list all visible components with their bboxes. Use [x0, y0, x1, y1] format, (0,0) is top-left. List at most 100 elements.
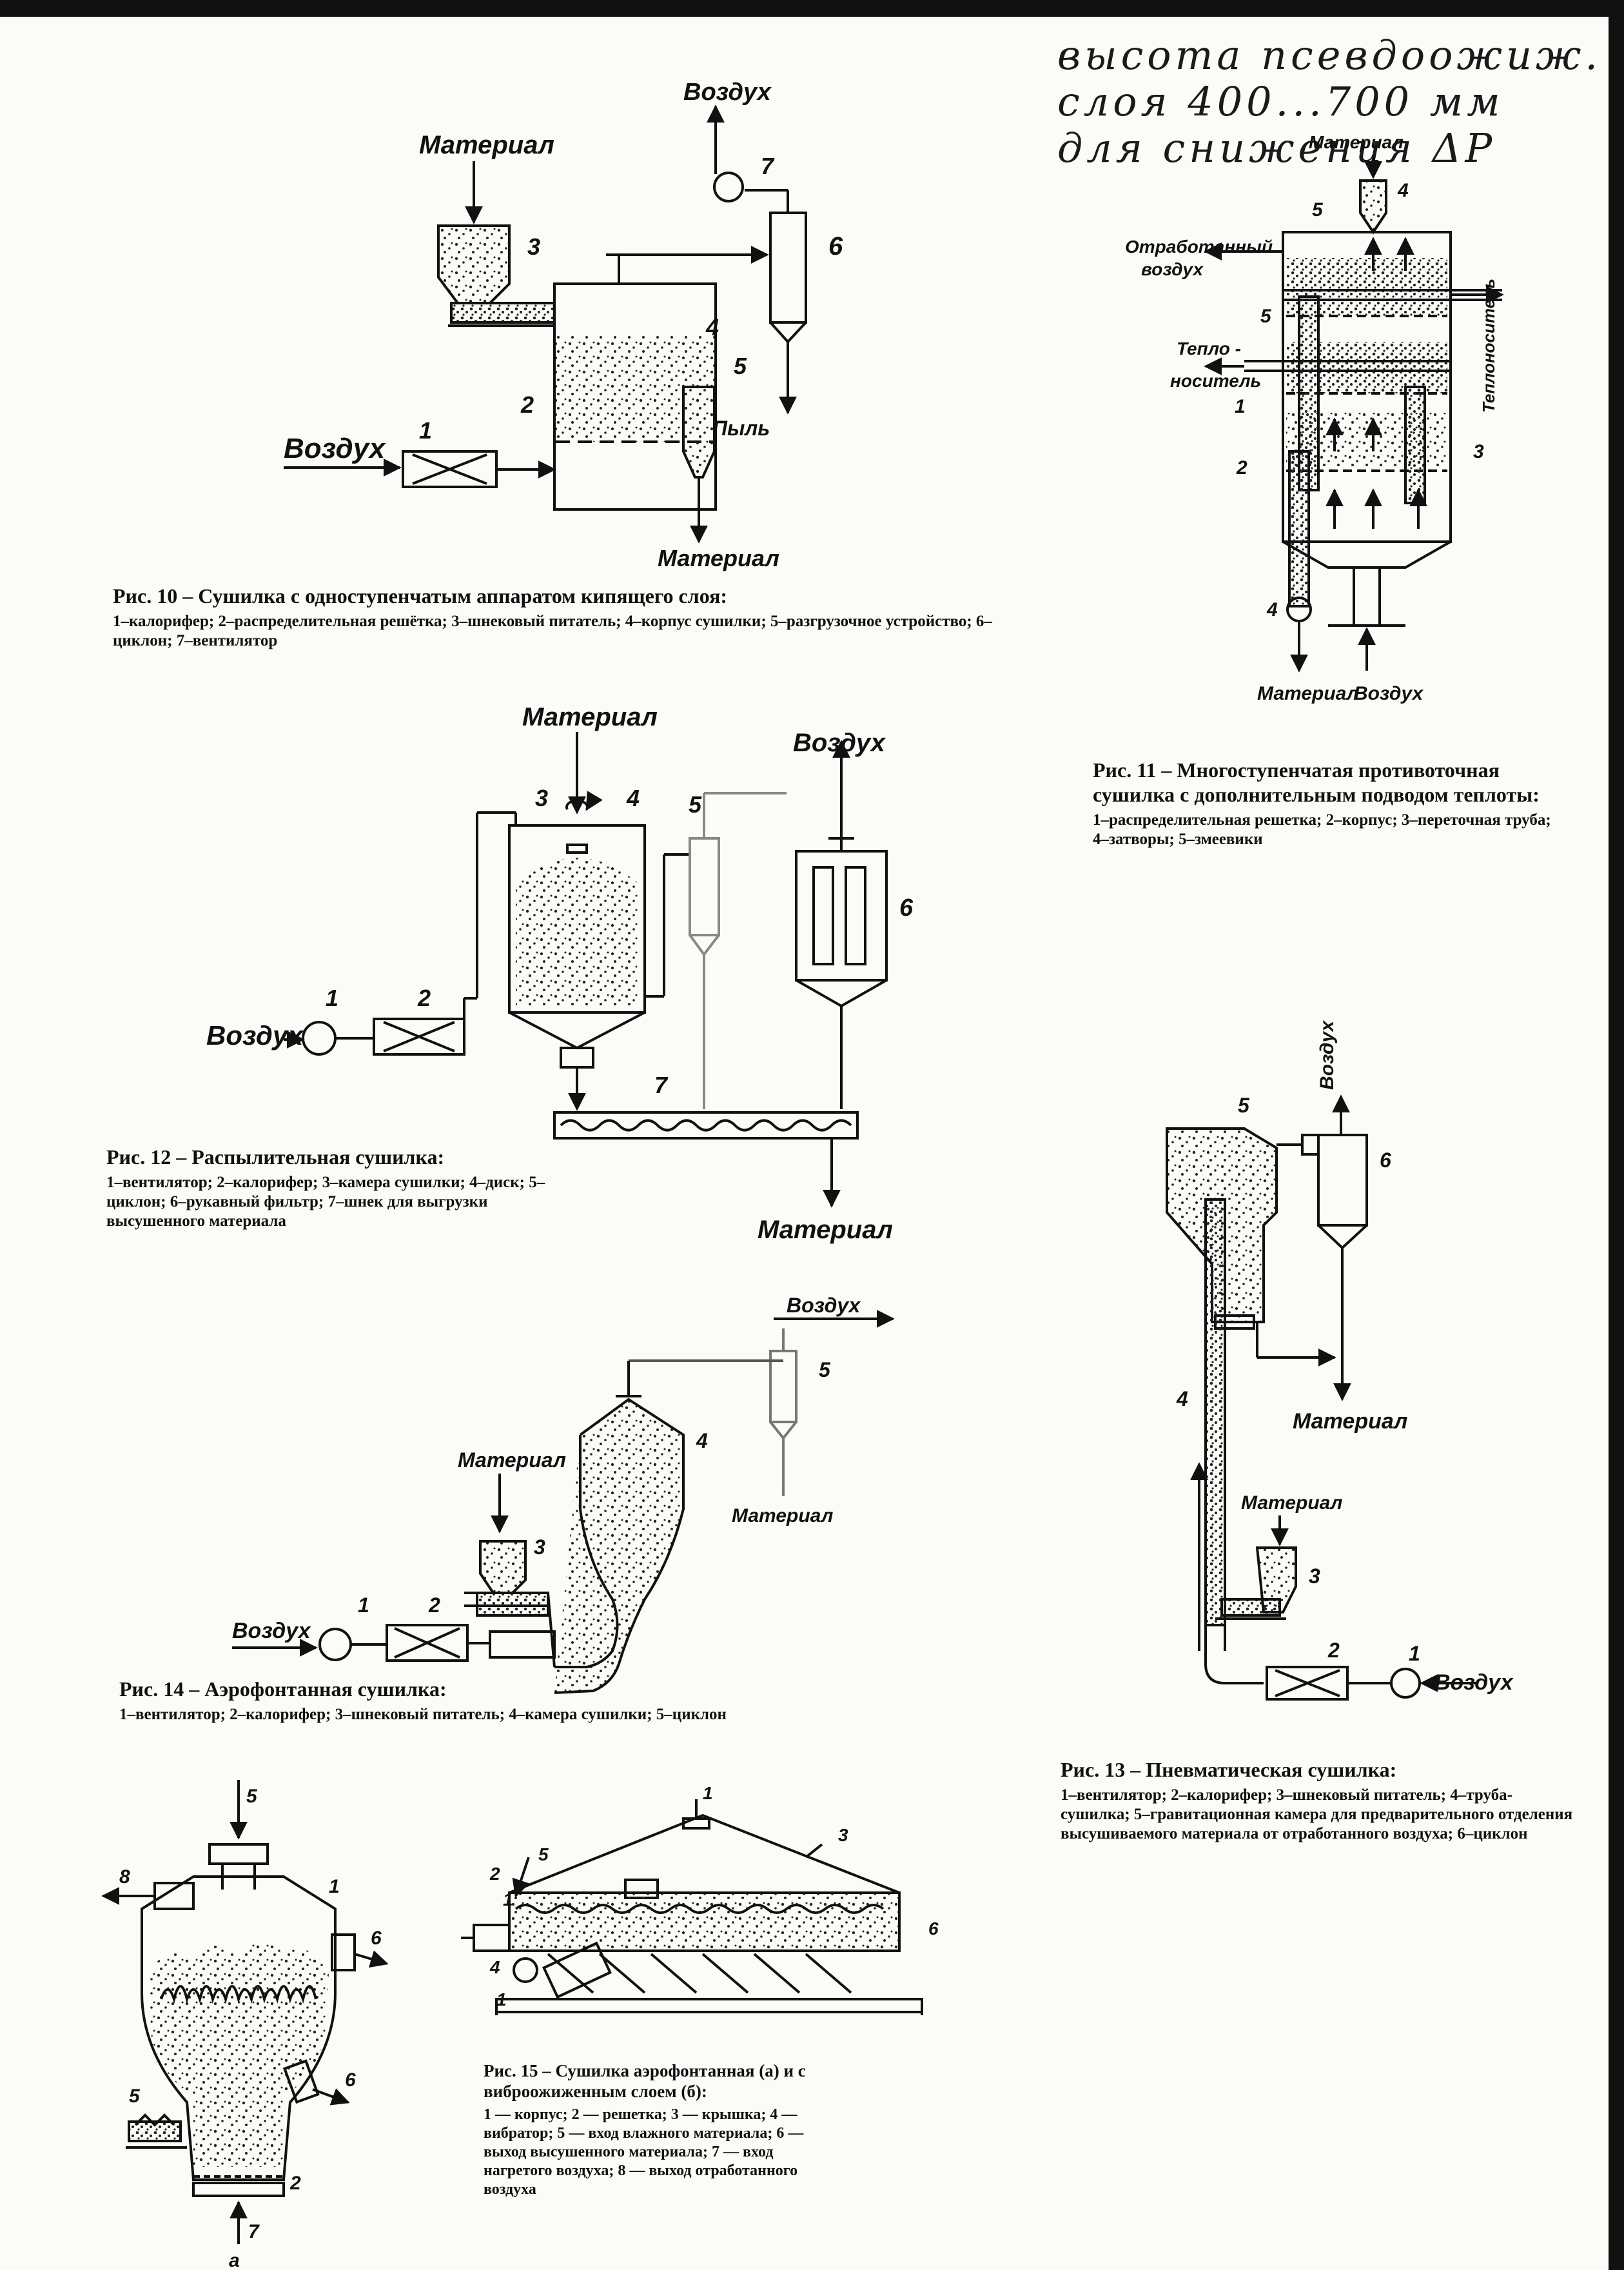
- fig11-caption-legend: 1–распределительная решетка; 2–корпус; 3…: [1093, 811, 1551, 848]
- fig10-num-3: 3: [527, 233, 540, 260]
- fig14-caption-legend: 1–вентилятор; 2–калорифер; 3–шнековый пи…: [119, 1706, 727, 1723]
- fig10-num-5: 5: [734, 353, 747, 379]
- scan-border-right: [1609, 0, 1624, 2270]
- fig14-diagram: Воздух Материал Воздух: [232, 1294, 895, 1694]
- fig14-num-2: 2: [428, 1594, 440, 1617]
- fig12-label-air-in: Воздух: [206, 1020, 304, 1051]
- fig11-num-2: 2: [1236, 457, 1247, 479]
- fig10-num-4: 4: [705, 314, 719, 340]
- fig10-label-dust: Пыль: [712, 417, 770, 440]
- handwritten-line-3: для снижения ΔP: [1057, 124, 1496, 172]
- fig15a-label-a: а: [229, 2250, 240, 2270]
- fig10-num-6: 6: [828, 232, 843, 261]
- fig12-num-5: 5: [689, 791, 702, 818]
- fig15a-num-5-top: 5: [246, 1786, 258, 1807]
- fig13-caption-title: Рис. 13 – Пневматическая сушилка:: [1061, 1758, 1397, 1781]
- fig12-label-material-in: Материал: [522, 703, 658, 731]
- fig15b-num-4: 4: [489, 1957, 500, 1977]
- handwritten-note: высота псевдоожиж. слоя 400...700 мм для…: [1057, 32, 1601, 172]
- fig12-num-3: 3: [535, 785, 548, 811]
- fig11-num-5-mid: 5: [1260, 306, 1272, 327]
- fig13-label-material-out: Материал: [1293, 1409, 1407, 1434]
- fig15b-num-1-bottom: 1: [496, 1989, 507, 2009]
- fig12-num-7: 7: [654, 1072, 669, 1098]
- fig11-label-air-in: Воздух: [1354, 683, 1423, 704]
- fig10-num-1: 1: [419, 417, 432, 444]
- fig15b-diagram: 1 3 4 5 2 1 6 1: [461, 1783, 939, 2015]
- fig15a-num-8-top: 8: [119, 1866, 130, 1888]
- handwritten-line-2: слоя 400...700 мм: [1057, 78, 1504, 125]
- fig11-label-exhaust-1: Отработанный: [1125, 237, 1273, 257]
- fig11-num-3: 3: [1473, 441, 1484, 462]
- fig13-num-4: 4: [1176, 1387, 1188, 1410]
- fig12-num-4: 4: [626, 785, 640, 811]
- fig13-label-material-in: Материал: [1241, 1492, 1343, 1514]
- fig10-diagram: Материал Воздух Воздух: [284, 79, 843, 571]
- fig12-caption-legend: 1–вентилятор; 2–калорифер; 3–камера суши…: [106, 1174, 545, 1230]
- fig14-label-air-out: Воздух: [787, 1294, 861, 1317]
- fig15b-num-6: 6: [928, 1919, 939, 1939]
- fig10-caption: Рис. 10 – Сушилка с одноступенчатым аппа…: [113, 584, 1028, 651]
- fig12-caption-title: Рис. 12 – Распылительная сушилка:: [106, 1145, 445, 1169]
- fig12-diagram: Материал Воздух: [206, 703, 914, 1244]
- fig11-label-heat-carrier-vertical: Теплоноситель: [1479, 279, 1498, 413]
- fig13-num-2: 2: [1327, 1639, 1340, 1662]
- fig10-num-2: 2: [520, 391, 534, 418]
- fig11-num-4-top: 4: [1397, 180, 1409, 201]
- fig13-num-3: 3: [1309, 1564, 1320, 1588]
- fig13-num-1: 1: [1409, 1642, 1420, 1665]
- fig14-caption-title: Рис. 14 – Аэрофонтанная сушилка:: [119, 1677, 447, 1701]
- fig14-num-3: 3: [534, 1535, 545, 1559]
- fig14-label-material-in: Материал: [458, 1448, 566, 1472]
- fig15-caption-legend: 1 — корпус; 2 — решетка; 3 — крышка; 4 —…: [484, 2106, 804, 2198]
- fig11-label-heat-carrier-2: носитель: [1170, 371, 1261, 391]
- fig10-label-air-out: Воздух: [683, 79, 772, 106]
- fig12-caption: Рис. 12 – Распылительная сушилка: 1–вент…: [106, 1145, 558, 1231]
- fig13-label-air-out: Воздух: [1316, 1020, 1338, 1090]
- fig13-caption: Рис. 13 – Пневматическая сушилка: 1–вент…: [1061, 1757, 1576, 1844]
- fig11-num-4-bottom: 4: [1266, 599, 1278, 620]
- fig14-num-4: 4: [696, 1429, 708, 1452]
- fig13-label-air-in: Воздух: [1434, 1670, 1514, 1695]
- fig14-caption: Рис. 14 – Аэрофонтанная сушилка: 1–венти…: [119, 1677, 944, 1724]
- fig10-label-material-out: Материал: [658, 545, 779, 571]
- fig15-caption: Рис. 15 – Сушилка аэрофонтанная (а) и с …: [484, 2060, 845, 2199]
- fig11-caption: Рис. 11 – Многоступенчатая противоточная…: [1093, 758, 1557, 849]
- scan-border-top: [0, 0, 1624, 17]
- fig14-label-air-in: Воздух: [232, 1619, 312, 1643]
- fig15-caption-title: Рис. 15 – Сушилка аэрофонтанная (а) и с …: [484, 2061, 806, 2101]
- fig11-label-heat-carrier-1: Тепло -: [1177, 339, 1241, 359]
- fig15b-num-1-side: 1: [503, 1890, 513, 1910]
- fig15a-num-2: 2: [289, 2173, 301, 2194]
- fig15b-num-5: 5: [538, 1844, 549, 1864]
- fig11-caption-title: Рис. 11 – Многоступенчатая противоточная…: [1093, 758, 1540, 806]
- fig10-num-7: 7: [761, 153, 775, 179]
- fig14-label-material-out: Материал: [732, 1505, 834, 1526]
- fig14-num-5: 5: [819, 1358, 831, 1381]
- fig12-num-1: 1: [326, 985, 338, 1011]
- fig12-num-6: 6: [899, 894, 914, 922]
- fig15a-num-7: 7: [248, 2221, 260, 2242]
- fig15b-num-1-top: 1: [703, 1783, 713, 1803]
- fig10-label-air-in: Воздух: [284, 433, 386, 464]
- handwritten-line-1: высота псевдоожиж.: [1057, 32, 1602, 79]
- fig15b-num-2: 2: [489, 1864, 500, 1884]
- fig11-label-exhaust-2: воздух: [1141, 259, 1204, 279]
- fig13-diagram: Воздух Материал Материал: [1166, 1020, 1514, 1701]
- fig13-caption-legend: 1–вентилятор; 2–калорифер; 3–шнековый пи…: [1061, 1786, 1573, 1842]
- fig11-label-material-out: Материал: [1257, 683, 1359, 704]
- fig13-num-6: 6: [1380, 1149, 1391, 1172]
- fig15a-num-1: 1: [329, 1876, 340, 1897]
- fig15a-diagram: 5 8 6 6 1 5 2 7 а: [101, 1780, 389, 2270]
- fig10-label-material-in: Материал: [419, 131, 554, 159]
- fig11-diagram: Материал Отработанный воздух: [1125, 132, 1504, 704]
- fig11-label-material-in: Материал: [1309, 132, 1404, 152]
- fig11-num-1: 1: [1235, 396, 1246, 417]
- fig15b-num-3: 3: [838, 1825, 848, 1845]
- fig12-label-air-out: Воздух: [793, 729, 886, 757]
- fig15a-num-5-bottom: 5: [129, 2086, 141, 2107]
- fig13-num-5: 5: [1238, 1094, 1250, 1117]
- fig12-label-material-out: Материал: [758, 1216, 893, 1244]
